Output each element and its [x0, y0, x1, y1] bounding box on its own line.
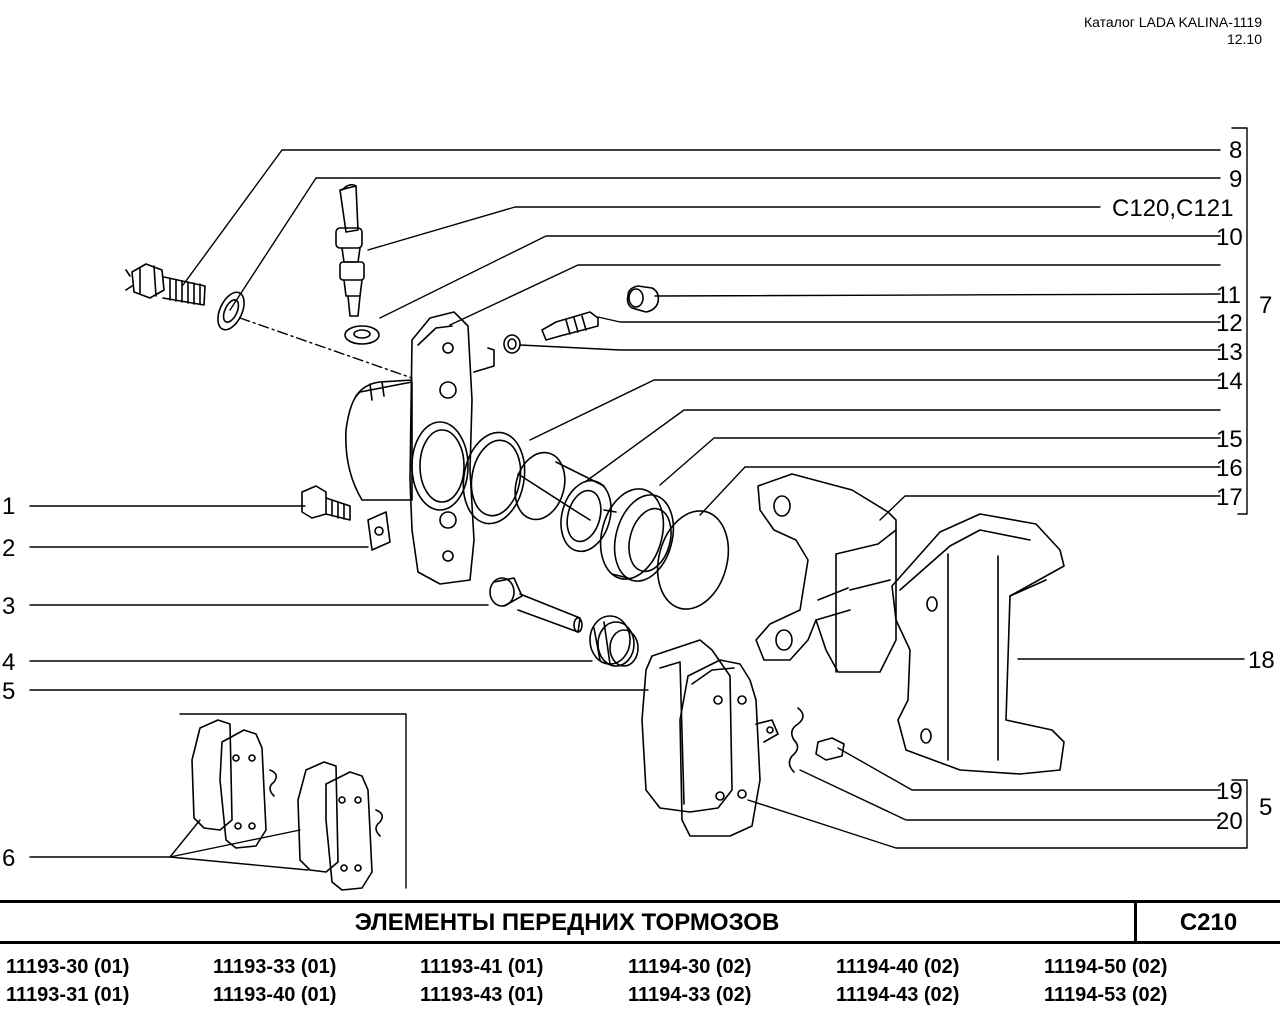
callout-14: 14: [1216, 368, 1243, 395]
part-washer-9: [217, 291, 245, 331]
part-brake-hose-c120: [335, 183, 365, 317]
leader-lines: [29, 127, 1248, 889]
part-boot-4: [589, 615, 639, 667]
part-nut-13: [503, 334, 521, 354]
callout-1: 1: [2, 493, 15, 520]
callout-2: 2: [2, 535, 15, 562]
model-code: 11194-43 (02): [836, 984, 960, 1006]
part-plate-2: [367, 511, 391, 551]
catalog-header: Каталог LADA KALINA-1119 12.10: [1084, 14, 1262, 48]
callout-10: 10: [1216, 224, 1243, 251]
model-code: 11193-31 (01): [6, 984, 130, 1006]
model-code: 11194-53 (02): [1044, 984, 1168, 1006]
callout-17: 17: [1216, 484, 1243, 511]
model-code: 11193-33 (01): [213, 956, 337, 978]
model-code: 11193-43 (01): [420, 984, 544, 1006]
part-bleeder-12: [541, 311, 599, 341]
callout-8: 8: [1229, 137, 1242, 164]
part-bolt-8: [125, 263, 206, 306]
callout-4: 4: [2, 649, 15, 676]
model-code: 11194-40 (02): [836, 956, 960, 978]
part-cap-11: [626, 285, 660, 313]
title-divider: [1134, 903, 1137, 941]
part-bolt-19: [815, 737, 845, 761]
exploded-parts-diagram: 8 9 C120,C121 10 11 12 13 14 15 16 17 18…: [2, 127, 1275, 891]
part-brake-pads-5: [641, 639, 779, 837]
callout-20: 20: [1216, 808, 1243, 835]
model-code: 11194-30 (02): [628, 956, 752, 978]
model-code: 11193-30 (01): [6, 956, 130, 978]
group-callout-5: 5: [1259, 794, 1272, 821]
callout-18: 18: [1248, 647, 1275, 674]
part-bolt-1: [301, 485, 351, 521]
callout-3: 3: [2, 593, 15, 620]
model-code: 11194-33 (02): [628, 984, 752, 1006]
callout-5: 5: [2, 678, 15, 705]
group-callout-7: 7: [1259, 292, 1272, 319]
part-snap-ring-17: [656, 510, 730, 610]
callout-19: 19: [1216, 778, 1243, 805]
callout-12: 12: [1216, 310, 1243, 337]
part-dust-boot-16: [599, 488, 675, 582]
part-washer-10: [344, 325, 380, 345]
model-code: 11193-41 (01): [420, 956, 544, 978]
part-pad-set-6: [191, 719, 384, 891]
callout-16: 16: [1216, 455, 1243, 482]
part-guide-pin-3: [489, 577, 583, 633]
callout-6: 6: [2, 845, 15, 872]
part-bracket-18: [891, 513, 1065, 775]
model-code: 11193-40 (01): [213, 984, 337, 1006]
callout-c120-c121: C120,C121: [1112, 195, 1233, 222]
catalog-date: 12.10: [1226, 31, 1262, 47]
catalog-name: Каталог LADA KALINA-1119: [1083, 14, 1262, 30]
part-piston-15: [514, 451, 612, 553]
part-seal-ring-14: [462, 431, 526, 525]
part-guide-bracket: [755, 473, 897, 673]
part-caliper-body-7: [345, 311, 495, 585]
title-bar: ЭЛЕМЕНТЫ ПЕРЕДНИХ ТОРМОЗОВ C210: [0, 900, 1280, 944]
section-code: C210: [1179, 909, 1238, 936]
callout-13: 13: [1216, 339, 1243, 366]
part-spring-clip-20: [788, 707, 804, 773]
section-title: ЭЛЕМЕНТЫ ПЕРЕДНИХ ТОРМОЗОВ: [354, 909, 780, 936]
callout-15: 15: [1216, 426, 1243, 453]
model-code: 11194-50 (02): [1044, 956, 1168, 978]
callout-11: 11: [1216, 282, 1241, 309]
callout-9: 9: [1229, 166, 1242, 193]
